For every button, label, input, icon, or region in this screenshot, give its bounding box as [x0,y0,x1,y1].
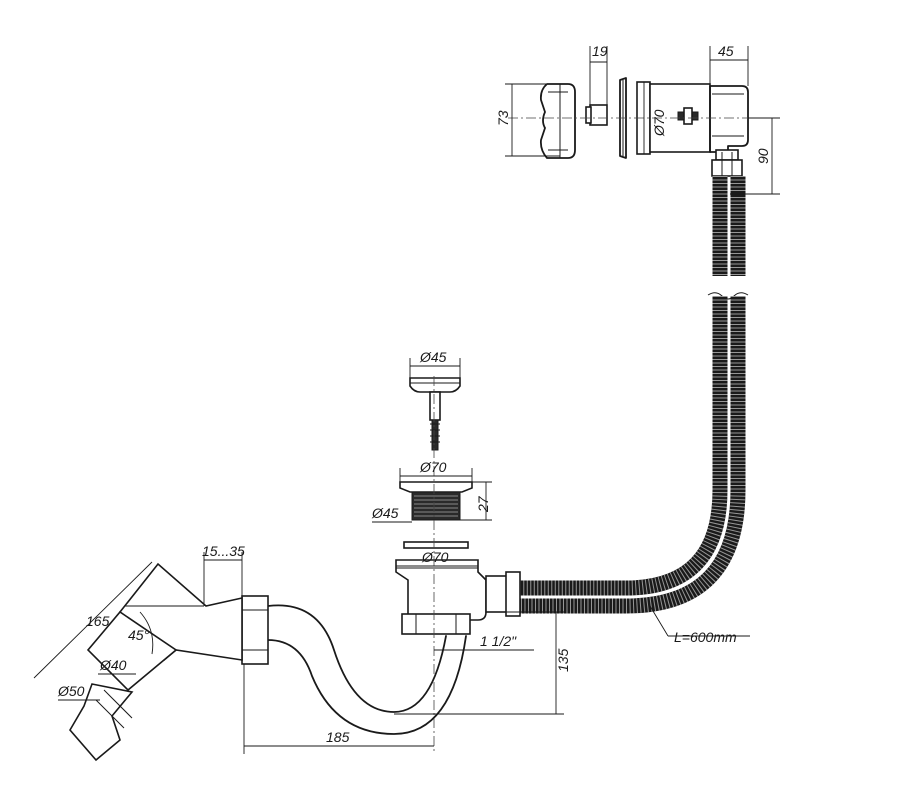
drain-nut [401,613,471,635]
dim-outlet-length: 165 [86,613,110,629]
dim-drain-flange-diameter: Ø70 [419,459,447,475]
overflow-handle [539,83,576,159]
dim-plug-diameter: Ø45 [419,349,447,365]
drain-flange [399,481,473,493]
plug-assembly [409,377,461,451]
dim-drain-inner-diameter: Ø45 [371,505,399,521]
dim-trap-width: 185 [326,729,350,745]
overflow-screw [589,104,608,126]
dim-overflow-width: 19 [592,43,608,59]
dim-overflow-diameter: Ø70 [651,109,667,137]
drain-assembly [395,376,521,752]
dim-pipe-diameter-50: Ø50 [57,683,85,699]
dim-thread-size: 1 1/2" [480,633,517,649]
drain-thread [411,491,461,521]
drain-washer [403,541,469,549]
dimension-labels: 19 45 73 Ø70 90 Ø45 Ø70 27 Ø45 Ø70 15...… [57,43,771,745]
dim-hose-length: L=600mm [674,629,737,645]
dim-overflow-drop: 90 [755,148,771,164]
plug-rod [431,419,439,451]
dim-outlet-range: 15...35 [202,543,245,559]
dim-overflow-depth: 45 [718,43,734,59]
dim-drain-height: 27 [475,495,491,513]
hose-connector [485,575,509,613]
dim-outlet-angle: 45° [128,627,150,643]
dim-pipe-diameter-40: Ø40 [99,657,127,673]
plug-cap [409,377,461,393]
dim-drain-lower-diameter: Ø70 [421,549,449,565]
trap-union-nut [241,595,269,665]
dim-overflow-handle-height: 73 [495,110,511,126]
overflow-assembly [508,77,770,177]
overflow-cover-plate [619,77,627,159]
outlet-pipe [86,610,178,692]
drain-lower-body [395,559,487,621]
trap-pipe [267,604,467,735]
flex-hose [518,176,749,614]
trap-assembly [69,562,467,762]
dimension-lines [33,46,780,754]
dim-trap-height: 135 [555,648,571,672]
